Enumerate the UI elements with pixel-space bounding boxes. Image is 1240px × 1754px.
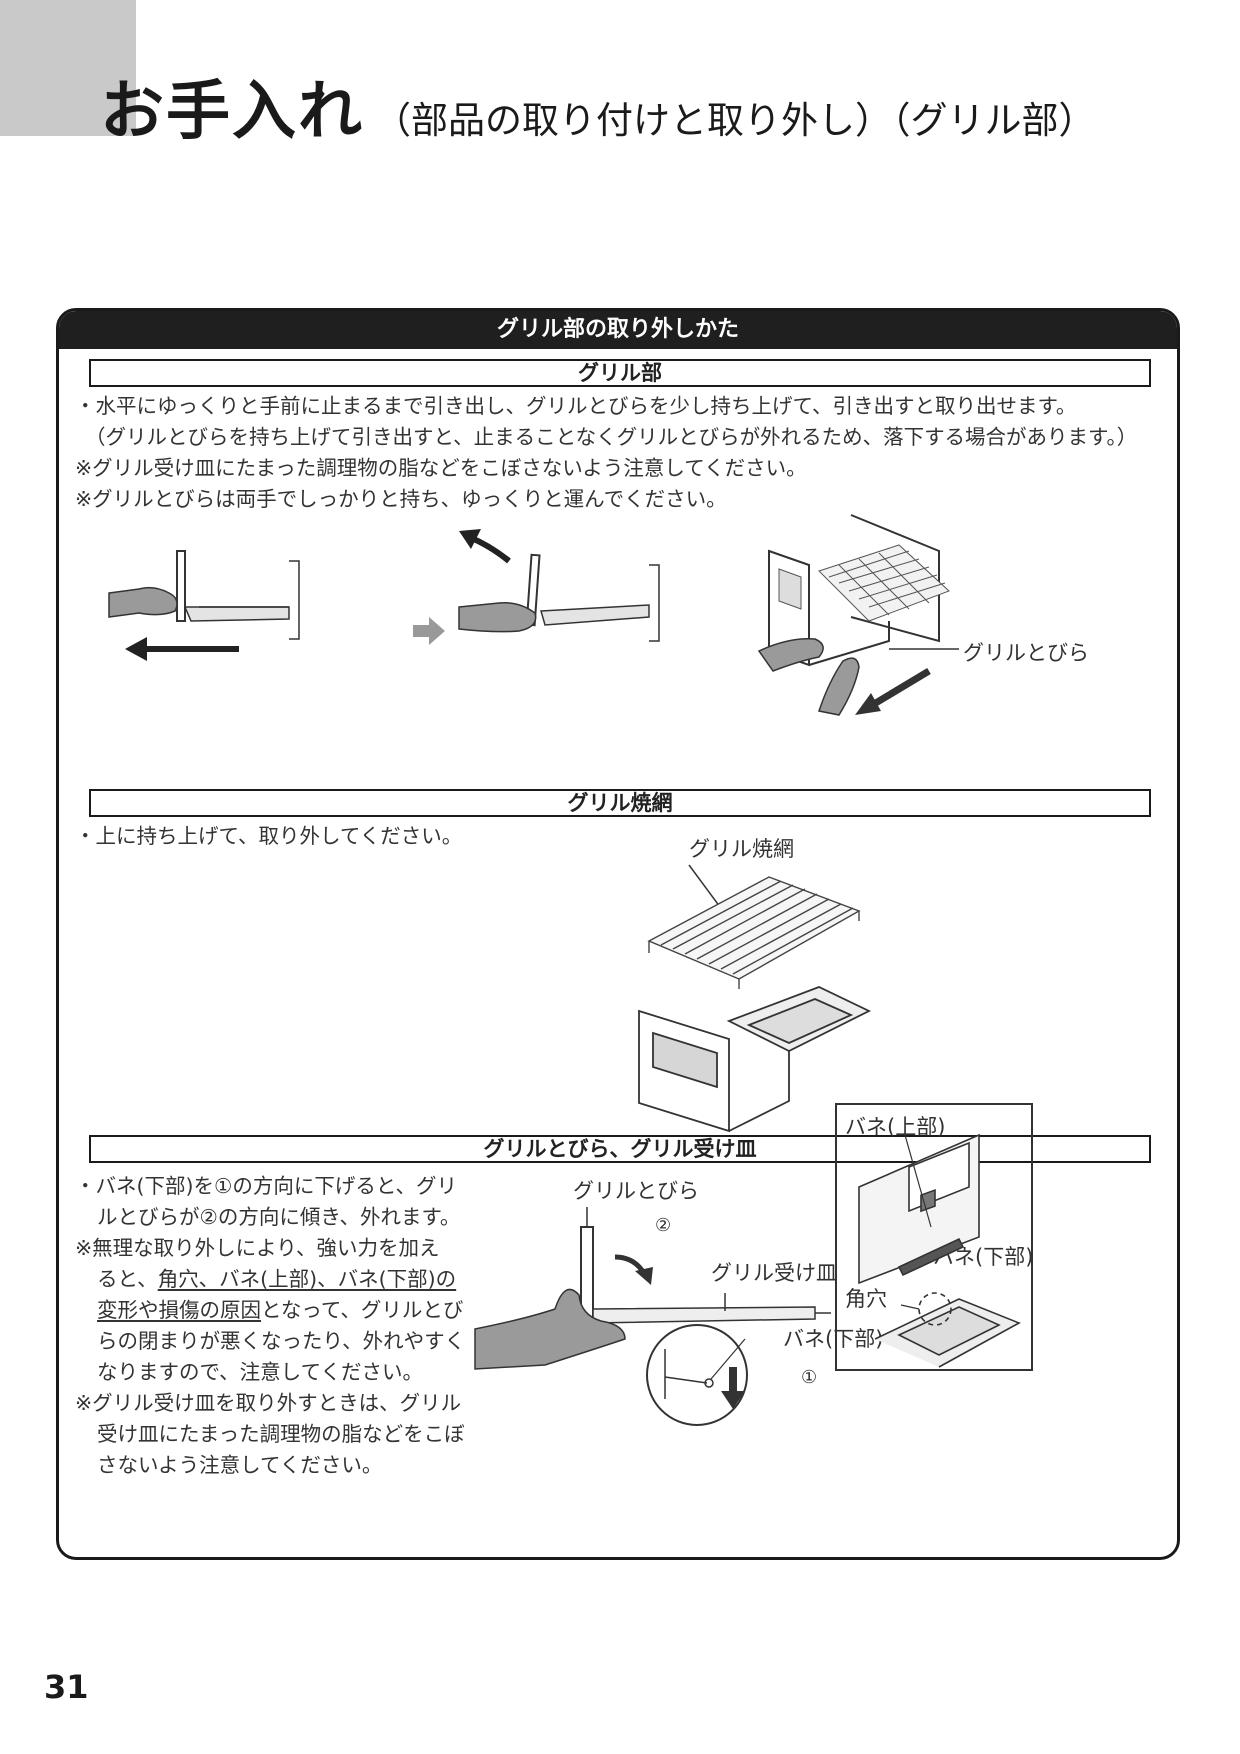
text-line: ・水平にゆっくりと手前に止まるまで引き出し、グリルとびらを少し持ち上げて、引き出… [75,394,1077,418]
door-tray-side-illustration [474,1207,831,1426]
text-line: （グリルとびらを持ち上げて引き出すと、止まることなくグリルとびらが外れるため、落… [85,425,1138,449]
pull-out-illustration [108,550,300,661]
label-door: グリルとびら [573,1179,699,1203]
text-line: さないよう注意してください。 [97,1453,383,1477]
text-line: ※グリルとびらは両手でしっかりと持ち、ゆっくりと運んでください。 [75,487,727,511]
drawer-perspective-illustration [757,514,959,716]
corner-tab [0,0,136,136]
label-spring-lower: バネ(下部) [783,1327,884,1351]
text-line: ルとびらが②の方向に傾き、外れます。 [97,1205,461,1229]
text-line: ※グリル受け皿を取り外すときは、グリル [75,1391,462,1415]
section-text-door-tray: ・バネ(下部)を①の方向に下げると、グリ ルとびらが②の方向に傾き、外れます。 … [75,1171,465,1481]
label-grill-net: グリル焼網 [689,837,794,861]
text-line: ・バネ(下部)を①の方向に下げると、グリ [75,1174,458,1198]
text-line: 受け皿にたまった調理物の脂などをこぼ [97,1422,465,1446]
text-line: ※無理な取り外しにより、強い力を加え [75,1236,440,1260]
section-text-grill-net: ・上に持ち上げて、取り外してください。 [75,821,462,852]
label-step1: ① [801,1367,818,1388]
lift-door-illustration [458,529,660,642]
page-number: 31 [44,1668,89,1706]
panel-title: グリル部の取り外しかた [59,311,1177,349]
text-fragment: ると、 [97,1267,158,1291]
text-line: なりますので、注意してください。 [97,1360,423,1384]
spring-detail-illustration [858,1133,1021,1368]
removal-panel: グリル部の取り外しかた グリル部 ・水平にゆっくりと手前に止まるまで引き出し、グ… [56,308,1180,1560]
label-square-hole: 角穴 [845,1287,887,1311]
text-line: らの閉まりが悪くなったり、外れやすく [97,1329,466,1353]
section-text-grill: ・水平にゆっくりと手前に止まるまで引き出し、グリルとびらを少し持ち上げて、引き出… [75,391,1137,515]
grill-net-illustration [638,864,872,1133]
text-emphasis: 変形や損傷の原因 [97,1298,261,1322]
step-arrow-icon [413,617,445,645]
page-title-main: お手入れ [100,75,364,149]
label-spring-upper: バネ(上部) [845,1115,946,1139]
text-fragment: となって、グリルとび [261,1298,464,1322]
section-heading-grill-net: グリル焼網 [89,789,1151,817]
detail-box [835,1103,1033,1371]
label-grill-door: グリルとびら [963,641,1089,665]
label-step2: ② [655,1215,672,1236]
page-title-sub: （部品の取り付けと取り外し）（グリル部） [374,99,1096,142]
text-line: ※グリル受け皿にたまった調理物の脂などをこぼさないよう注意してください。 [75,456,807,480]
page-title: お手入れ（部品の取り付けと取り外し）（グリル部） [100,60,1096,149]
section-heading-grill: グリル部 [89,359,1151,387]
label-tray: グリル受け皿 [711,1261,837,1285]
text-emphasis: 角穴、バネ(上部)、バネ(下部)の [157,1267,457,1291]
text-line: ・上に持ち上げて、取り外してください。 [75,824,463,848]
